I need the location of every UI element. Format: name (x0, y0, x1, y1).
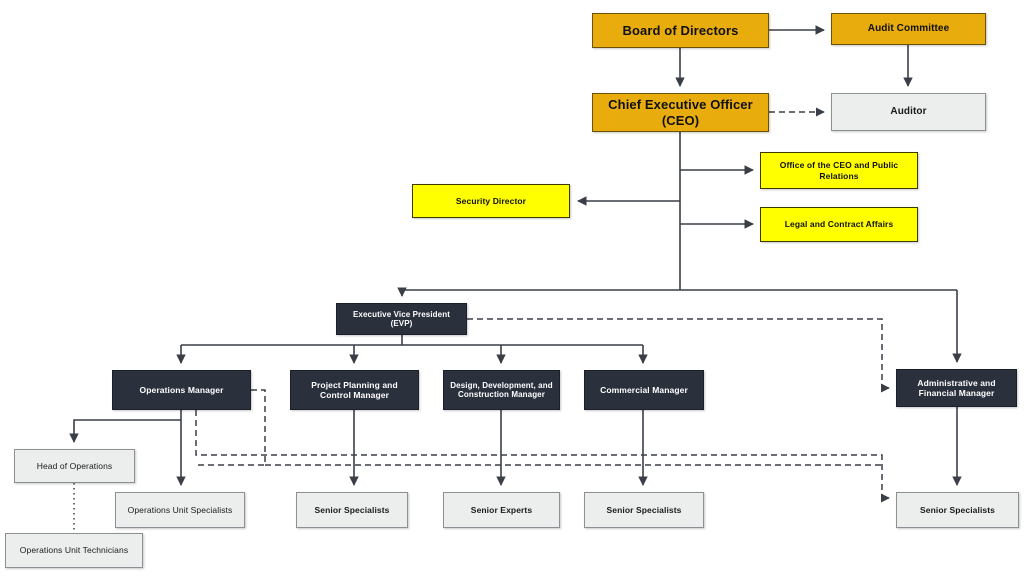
node-commercial-manager[interactable]: Commercial Manager (584, 370, 704, 410)
node-office-of-ceo-and-public-relations[interactable]: Office of the CEO and Public Relations (760, 152, 918, 189)
node-senior-specialists-commercial[interactable]: Senior Specialists (584, 492, 704, 528)
node-executive-vice-president[interactable]: Executive Vice President (EVP) (336, 303, 467, 335)
node-ceo[interactable]: Chief Executive Officer (CEO) (592, 93, 769, 132)
node-audit-committee[interactable]: Audit Committee (831, 13, 986, 45)
node-head-of-operations[interactable]: Head of Operations (14, 449, 135, 483)
node-operations-unit-technicians[interactable]: Operations Unit Technicians (5, 533, 143, 568)
node-security-director[interactable]: Security Director (412, 184, 570, 218)
node-senior-experts-design[interactable]: Senior Experts (443, 492, 560, 528)
connector-operations-manager-to-head-bus (69, 419, 181, 443)
connector-ceo-to-evp (397, 287, 680, 297)
node-operations-unit-specialists[interactable]: Operations Unit Specialists (115, 492, 245, 528)
node-auditor[interactable]: Auditor (831, 93, 986, 131)
node-project-planning-and-control-manager[interactable]: Project Planning and Control Manager (290, 370, 419, 410)
connector-operations-manager-dashed-bus-lower (195, 410, 890, 503)
node-design-development-and-construction-manager[interactable]: Design, Development, and Construction Ma… (443, 370, 560, 410)
node-operations-manager[interactable]: Operations Manager (112, 370, 251, 410)
node-senior-specialists-project-planning[interactable]: Senior Specialists (296, 492, 408, 528)
node-senior-specialists-administrative[interactable]: Senior Specialists (896, 492, 1019, 528)
node-legal-and-contract-affairs[interactable]: Legal and Contract Affairs (760, 207, 918, 242)
node-board-of-directors[interactable]: Board of Directors (592, 13, 769, 48)
node-administrative-and-financial-manager[interactable]: Administrative and Financial Manager (896, 369, 1017, 407)
